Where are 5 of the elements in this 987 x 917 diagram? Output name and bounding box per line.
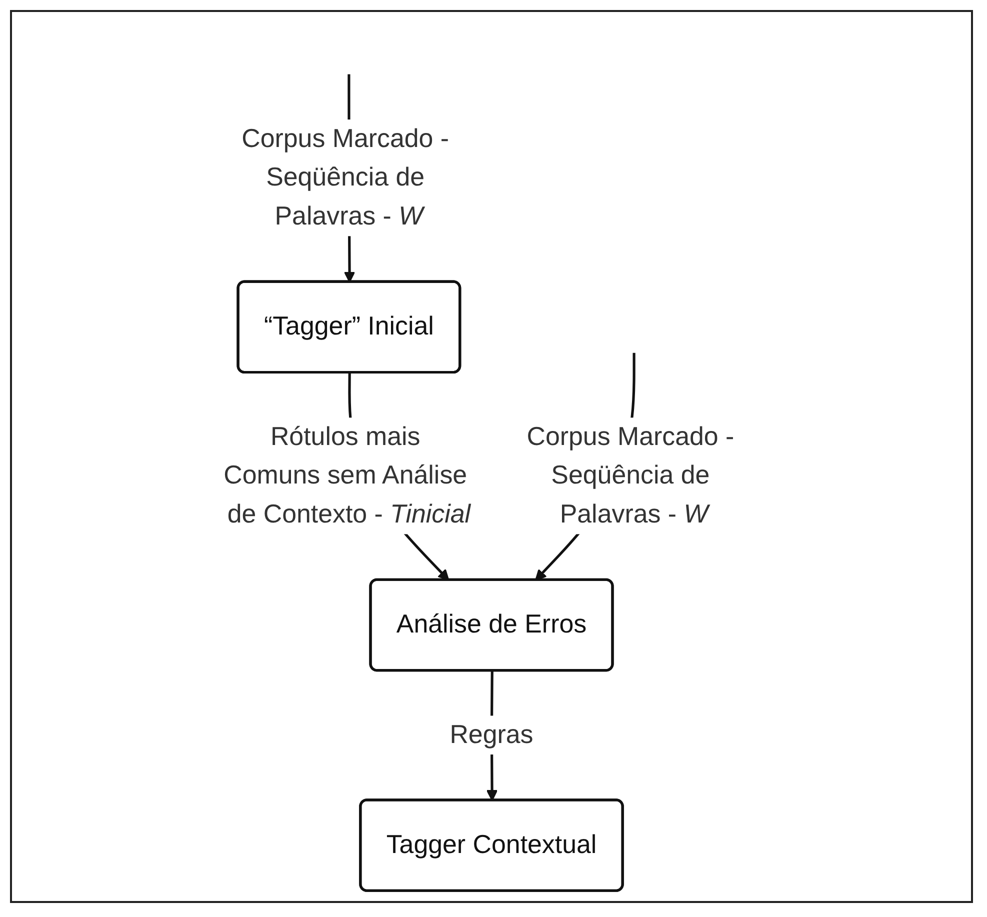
diagram-frame: Corpus Marcado - Seqüência de Palavras - W Rótulos mais Comuns sem Análise de Contexto - Tinicial Corpus Marcado - Seqüência de Palavras - W Regras “Tagger” Inicial Análise de Erros Tagger Contextual [10,10,973,903]
edge-label: Corpus Marcado - Seqüência de Palavras - W [242,124,450,232]
edge-label: Corpus Marcado - Seqüência de Palavras - W [526,422,734,530]
edge-label: Rótulos mais Comuns sem Análise de Contexto - Tinicial [224,422,471,530]
edge-label: Regras [450,720,534,750]
